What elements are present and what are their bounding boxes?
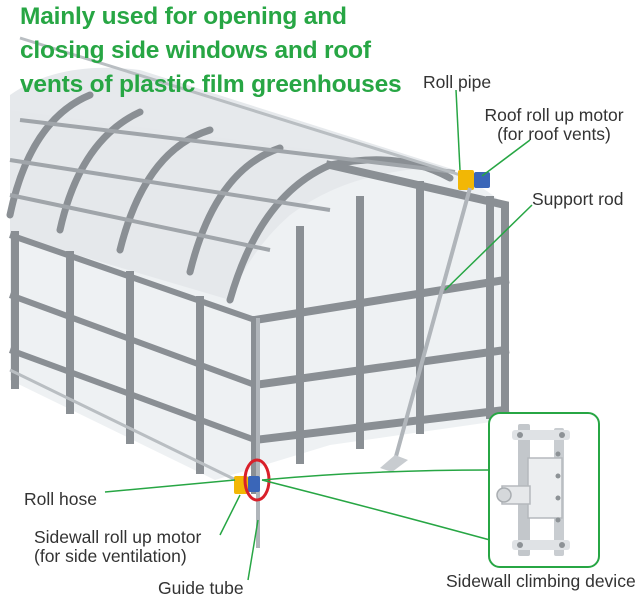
label-sidewall-climbing-device: Sidewall climbing device: [446, 571, 636, 591]
headline-line-2: closing side windows and roof: [20, 37, 371, 64]
label-roof-motor-line-1: Roof roll up motor: [484, 105, 624, 125]
label-support-rod: Support rod: [532, 189, 624, 209]
roll-pipe: [19, 36, 471, 180]
label-sidewall-motor-line-2: (for side ventilation): [34, 546, 187, 566]
support-rod-foot: [380, 455, 408, 472]
endwall-frame: [250, 160, 510, 464]
headline: Mainly used for opening and closing side…: [20, 0, 402, 102]
leader-lines: [104, 89, 533, 581]
headline-line-1: Mainly used for opening and: [20, 3, 347, 30]
headline-line-3: vents of plastic film greenhouses: [20, 71, 402, 98]
label-roll-hose: Roll hose: [24, 489, 97, 509]
label-guide-tube: Guide tube: [158, 578, 244, 598]
label-roof-motor: Roof roll up motor (for roof vents): [470, 106, 638, 144]
label-roll-pipe: Roll pipe: [423, 72, 492, 92]
support-rod: [393, 187, 472, 461]
sidewall-rails: [8, 232, 257, 443]
roof-purlins: [9, 118, 456, 252]
roof-roll-up-motor: [458, 170, 490, 190]
sidewall-climbing-callout: [488, 412, 600, 568]
label-sidewall-motor: Sidewall roll up motor (for side ventila…: [34, 528, 201, 566]
label-sidewall-motor-line-1: Sidewall roll up motor: [34, 527, 202, 547]
roll-hose: [9, 368, 241, 484]
label-roof-motor-line-2: (for roof vents): [497, 124, 611, 144]
climbing-device-icon: [496, 424, 570, 556]
